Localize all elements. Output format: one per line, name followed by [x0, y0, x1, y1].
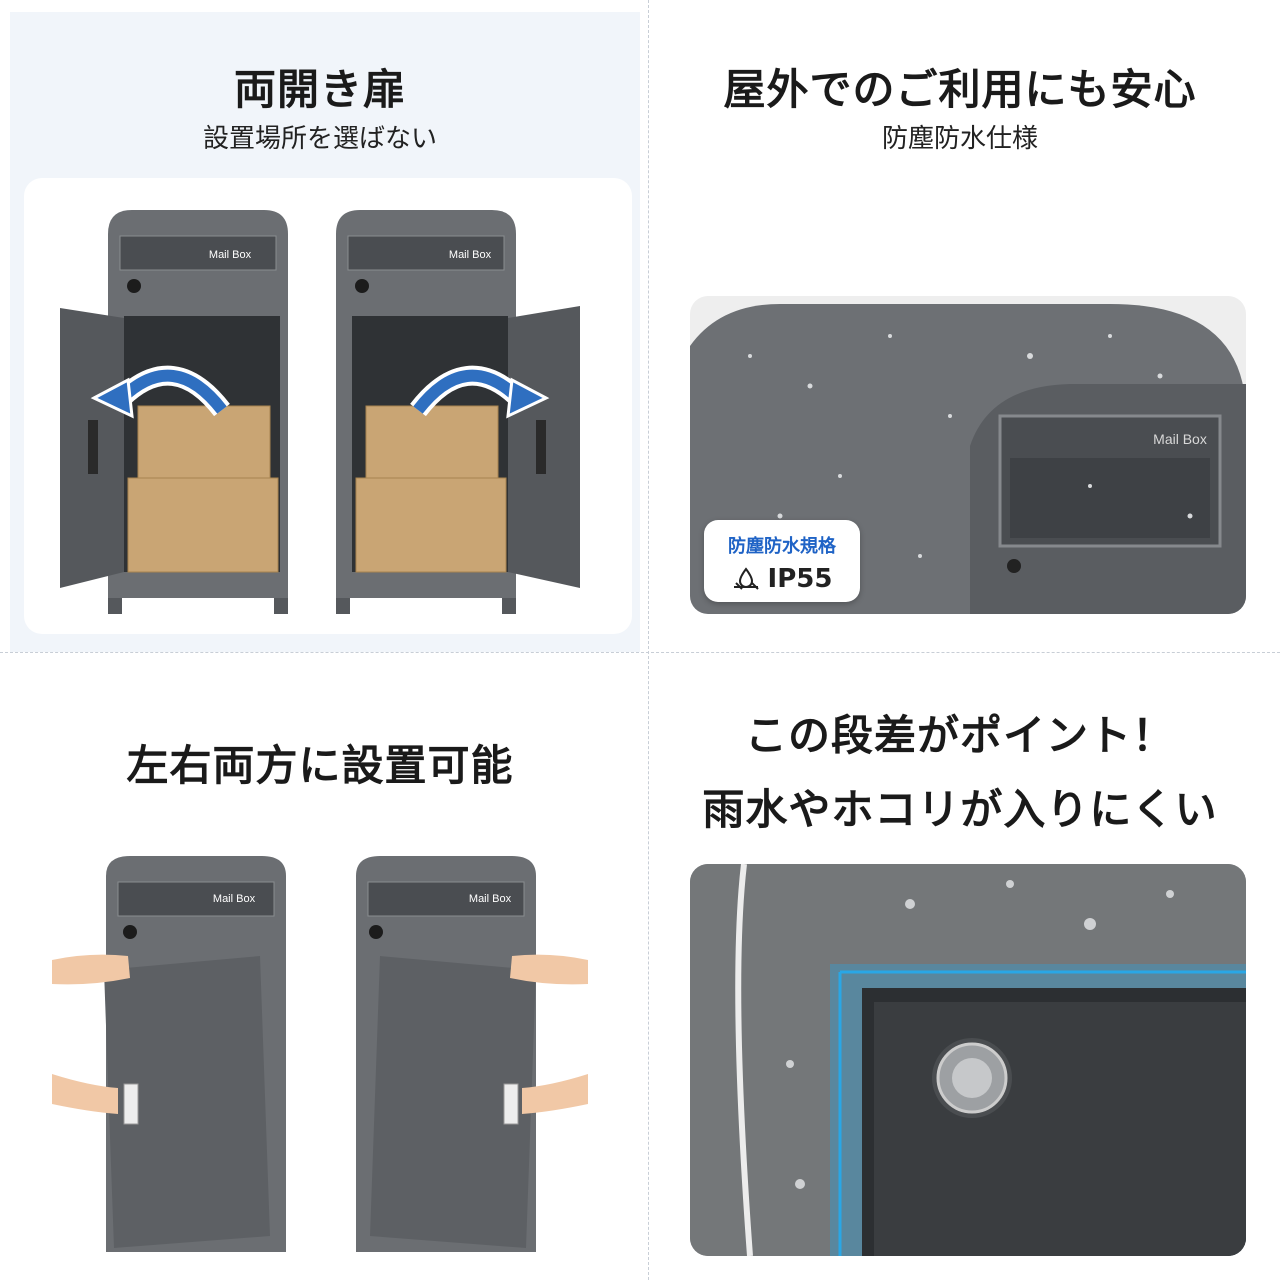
panel-subtitle: 防塵防水仕様 [881, 124, 1038, 154]
left-right-illustration: Mail Box Mail Box [52, 856, 588, 1252]
panel-both-sides: 左右両方に設置可能 Mail Box Mail Box [0, 640, 640, 1280]
panel-title-line1: この段差がポイント！ [744, 711, 1175, 760]
panel-step: この段差がポイント！ 雨水やホコリが入りにくい [640, 640, 1280, 1280]
water-dust-icon [732, 567, 760, 591]
panel-subtitle: 設置場所を選ばない [202, 124, 437, 154]
vertical-divider [648, 0, 649, 1280]
horizontal-divider [0, 652, 1280, 653]
panel-title: 屋外でのご利用にも安心 [723, 65, 1197, 114]
panel-double-door: 両開き扉 設置場所を選ばない Mail Box [0, 0, 640, 640]
step-closeup-illustration [690, 864, 1246, 1256]
mailbox-label: Mail Box [209, 249, 252, 261]
mailbox-label: Mail Box [469, 893, 512, 905]
product-image-card: Mail Box Mail Box [24, 178, 632, 634]
badge-rating: IP55 [767, 564, 833, 594]
mailbox-label: Mail Box [213, 893, 256, 905]
mailbox-right-open: Mail Box [336, 210, 580, 614]
step-closeup-photo [690, 864, 1246, 1256]
panel-title: 左右両方に設置可能 [126, 741, 514, 790]
mailbox-label: Mail Box [1153, 431, 1207, 447]
badge-title: 防塵防水規格 [728, 536, 836, 557]
mailbox-left-open: Mail Box [60, 210, 288, 614]
mailbox-right-hinge: Mail Box [356, 856, 588, 1252]
double-door-illustration: Mail Box Mail Box [60, 210, 580, 614]
mailbox-left-hinge: Mail Box [52, 856, 286, 1252]
ip55-badge: 防塵防水規格 IP55 [704, 520, 860, 602]
mailbox-label: Mail Box [449, 249, 492, 261]
panel-title: 両開き扉 [233, 65, 406, 114]
panel-title-line2: 雨水やホコリが入りにくい [702, 785, 1218, 834]
